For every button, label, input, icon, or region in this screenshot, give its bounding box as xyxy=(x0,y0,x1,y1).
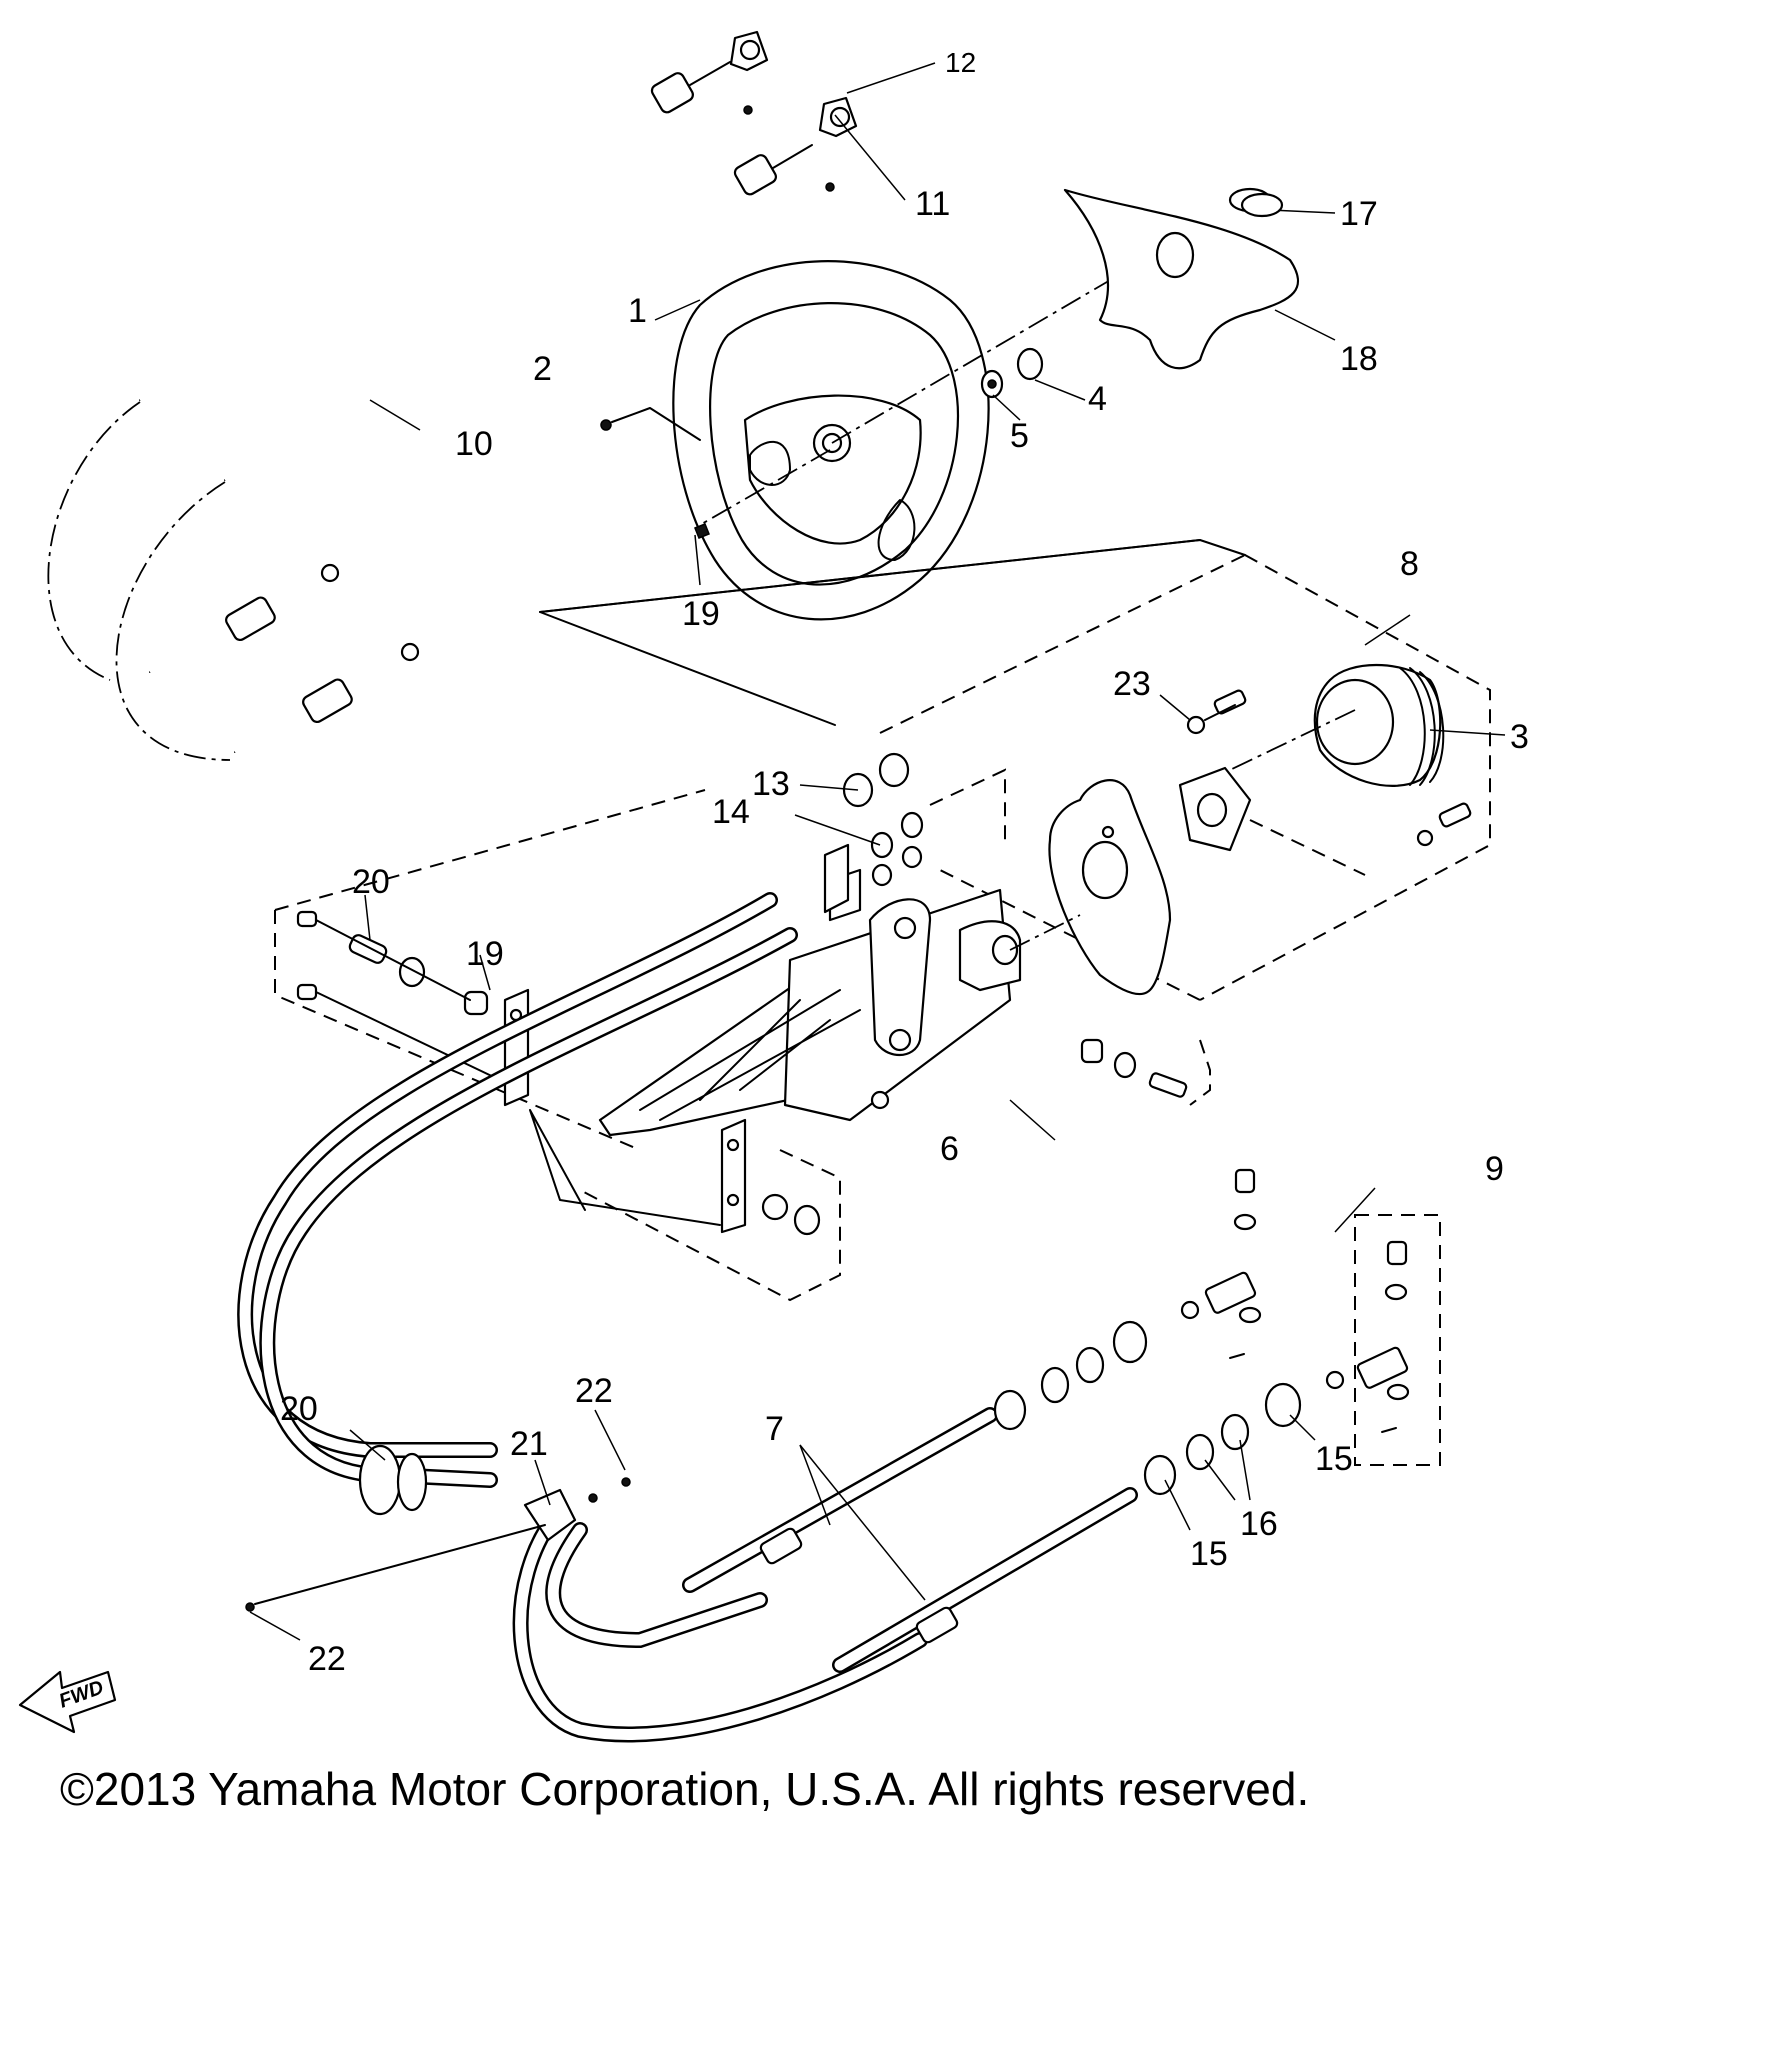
bolt-right xyxy=(1416,802,1472,847)
throttle-cables-lower-ends xyxy=(147,563,420,756)
cable-holder-6 xyxy=(598,868,1022,1137)
callout-14: 14 xyxy=(712,793,750,831)
nut-13-washer-14 xyxy=(842,752,924,887)
callout-1: 1 xyxy=(628,292,647,330)
cable-end-hardware-upper xyxy=(993,1168,1262,1431)
callouts: 1 2 3 4 5 6 7 8 9 10 11 12 13 14 15 15 1… xyxy=(280,47,1529,1678)
callout-5: 5 xyxy=(1010,417,1029,455)
callout-13: 13 xyxy=(752,765,790,803)
callout-7: 7 xyxy=(765,1410,784,1448)
callout-19-upper: 19 xyxy=(682,595,720,633)
key-19 xyxy=(694,523,710,539)
callout-20-lower: 20 xyxy=(280,1390,318,1428)
callout-17: 17 xyxy=(1340,195,1378,233)
holder-21 xyxy=(245,1477,631,1612)
leader-lines xyxy=(249,62,1506,1641)
mounting-plate xyxy=(1048,766,1252,996)
bolts-left xyxy=(296,910,501,1081)
callout-16: 16 xyxy=(1240,1505,1278,1543)
cable-end-hardware-lower xyxy=(1143,1240,1410,1496)
callout-23: 23 xyxy=(1113,665,1151,703)
callout-3: 3 xyxy=(1510,718,1529,756)
steering-cables xyxy=(237,892,1138,1743)
callout-8: 8 xyxy=(1400,545,1419,583)
copyright-notice: ©2013 Yamaha Motor Corporation, U.S.A. A… xyxy=(60,1763,1310,1815)
pulley-3 xyxy=(1313,664,1445,787)
nut-4-washer-5 xyxy=(980,347,1044,399)
callout-9: 9 xyxy=(1485,1150,1504,1188)
decal-17 xyxy=(1240,192,1284,218)
callout-2: 2 xyxy=(533,350,552,388)
callout-22-upper: 22 xyxy=(575,1372,613,1410)
callout-21: 21 xyxy=(510,1425,548,1463)
callout-6: 6 xyxy=(940,1130,959,1168)
steering-wheel xyxy=(672,260,990,621)
grommet-20 xyxy=(358,1444,428,1516)
cable-holder-12 xyxy=(729,30,858,192)
fwd-arrow-icon: FWD xyxy=(18,1670,117,1734)
callout-15-upper: 15 xyxy=(1315,1440,1353,1478)
bolt-23 xyxy=(1186,689,1247,735)
callout-19-lower: 19 xyxy=(466,935,504,973)
callout-22-lower: 22 xyxy=(308,1640,346,1678)
throttle-cables-upper xyxy=(47,61,813,761)
screw-2 xyxy=(600,419,612,431)
callout-10: 10 xyxy=(455,425,493,463)
spacer-bolt-right xyxy=(1080,1038,1188,1098)
callout-20-upper: 20 xyxy=(352,863,390,901)
callout-11: 11 xyxy=(915,185,950,223)
callout-4: 4 xyxy=(1088,380,1107,418)
callout-18: 18 xyxy=(1340,340,1378,378)
callout-15-lower: 15 xyxy=(1190,1535,1228,1573)
callout-12: 12 xyxy=(945,47,976,78)
